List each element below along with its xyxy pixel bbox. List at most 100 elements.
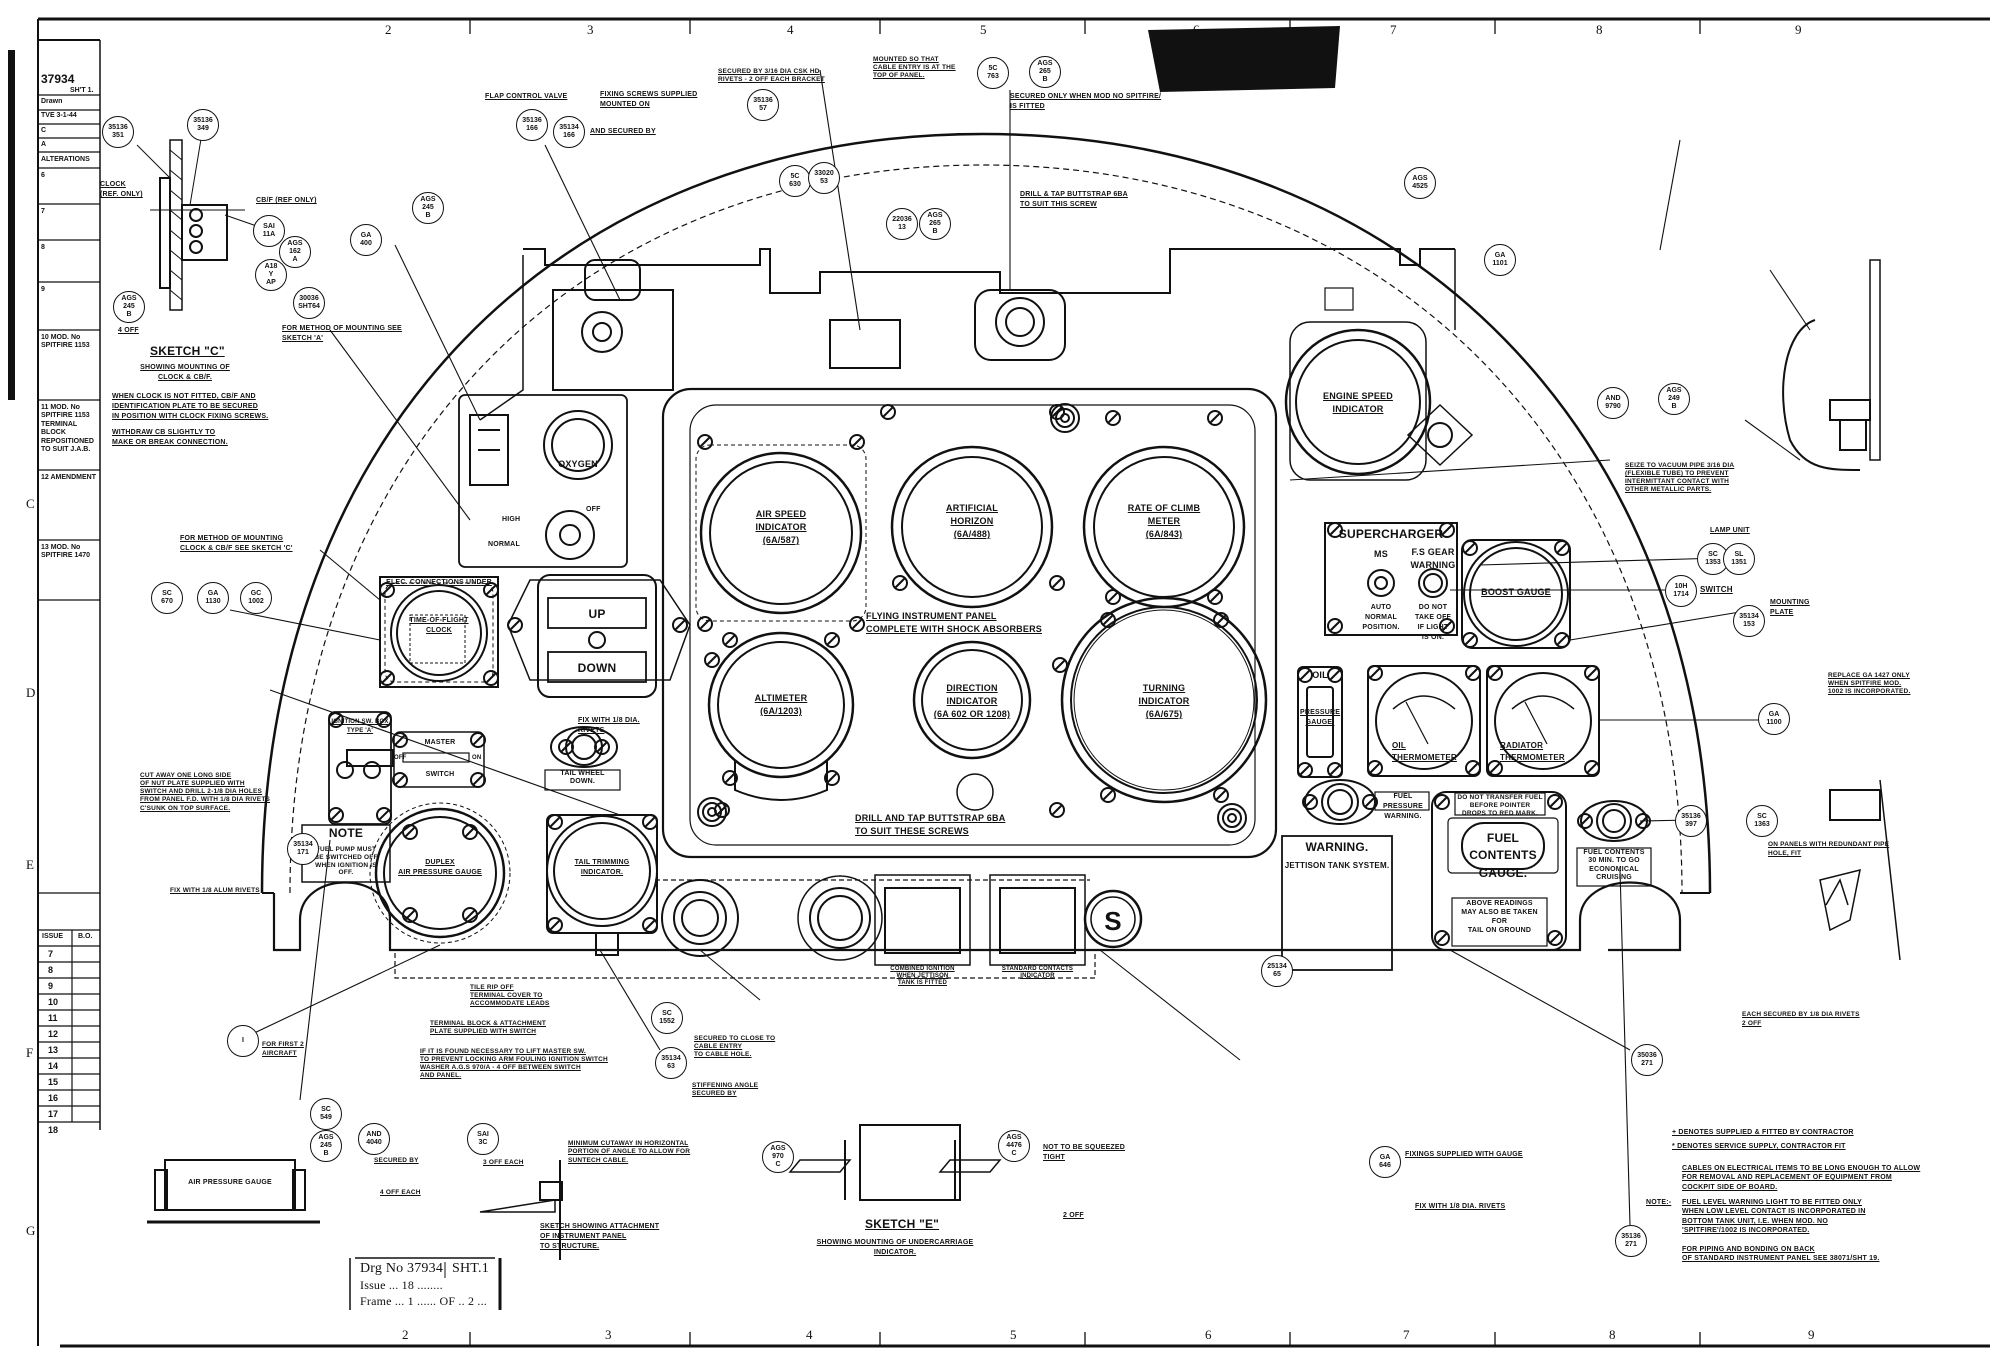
screw-icon (1462, 540, 1478, 556)
screw-icon (402, 907, 418, 923)
screw-icon (392, 732, 408, 748)
alteration-entry: 10 MOD. No SPITFIRE 1153 (41, 334, 90, 350)
column-label: 4 (787, 22, 794, 37)
drawing-number: 37934 (41, 72, 75, 86)
shock-absorber-icon (1217, 803, 1247, 833)
screw-icon (880, 404, 896, 420)
callout-bubble: 35036 271 (1631, 1044, 1663, 1076)
drill-tap-note: DRILL AND TAP BUTTSTRAP 6BA TO SUIT THES… (855, 813, 1006, 837)
shock-absorber-icon (697, 797, 727, 827)
sketch-c-note-2: WITHDRAW CB SLIGHTLY TO MAKE OR BREAK CO… (112, 429, 228, 447)
screw-icon (1367, 760, 1383, 776)
seize-vacuum-note: SEIZE TO VACUUM PIPE 3/16 DIA (FLEXIBLE … (1625, 462, 1735, 494)
callout-bubble: I (227, 1025, 259, 1057)
fix-dia-note: FIX WITH 1/8 DIA. RIVETS (1415, 1203, 1506, 1210)
screw-icon (470, 772, 486, 788)
traced-label: TVE 3-1-44 (41, 112, 77, 119)
leader-lines (229, 69, 1811, 1226)
screw-icon (1327, 522, 1343, 538)
screw-icon (1049, 802, 1065, 818)
shock-absorber-icon (1050, 403, 1080, 433)
column-label: 6 (1193, 22, 1200, 37)
redaction-smudge (1148, 26, 1340, 92)
screw-icon (1439, 522, 1455, 538)
row-label: F (26, 1045, 34, 1060)
warning-title: WARNING. (1305, 840, 1369, 854)
fix-alum-note: FIX WITH 1/8 ALUM RIVETS (170, 887, 260, 894)
issue-entry: 16 (48, 1093, 59, 1103)
fuel-level-note: FUEL LEVEL WARNING LIGHT TO BE FITTED ON… (1682, 1199, 1866, 1235)
issue-entry: 18 (48, 1125, 59, 1135)
screw-icon (376, 807, 392, 823)
callout-bubble: 35134 63 (655, 1047, 687, 1079)
screw-icon (547, 917, 563, 933)
callout-bubble: AGS 4525 (1404, 167, 1436, 199)
callout-bubble: AGS 265 B (919, 208, 951, 240)
elec-connections-label: ELEC. CONNECTIONS UNDER (386, 579, 492, 586)
column-label: 5 (1010, 1327, 1017, 1342)
callout-bubble: AGS 265 B (1029, 56, 1061, 88)
issue-entry: 12 (48, 1029, 59, 1039)
undercarriage-up-label: UP (588, 607, 606, 621)
fuel-pressure-warning-label: FUEL PRESSURE WARNING. (1382, 793, 1424, 821)
callout-bubble: 35134 171 (287, 833, 319, 865)
fuel-30min-note: FUEL CONTENTS 30 MIN. TO GO ECONOMICAL C… (1583, 849, 1645, 882)
frame-label: Frame ... 1 ...... OF .. 2 ... (360, 1294, 487, 1308)
terminal-block-note: TERMINAL BLOCK & ATTACHMENT PLATE SUPPLI… (430, 1020, 547, 1036)
callout-bubble: 35134 166 (553, 116, 585, 148)
issue-entry: 7 (48, 949, 54, 959)
sketch-c-note-1: WHEN CLOCK IS NOT FITTED, CB/F AND IDENT… (112, 393, 269, 421)
issue-entry: 11 (48, 1013, 58, 1023)
column-label: 3 (605, 1327, 612, 1342)
screw-icon (1049, 575, 1065, 591)
screw-icon (1207, 410, 1223, 426)
shock-absorber-icon (707, 807, 717, 817)
s-button[interactable]: S (1104, 906, 1122, 936)
attachment-sketch (147, 1159, 563, 1260)
callout-bubble: AGS 249 B (1658, 383, 1690, 415)
screw-icon (1487, 665, 1503, 681)
approved-label: A (41, 141, 47, 148)
sketch-a-bracket (1782, 259, 1901, 961)
direction-indicator-label: DIRECTION INDICATOR (6A 602 OR 1208) (933, 683, 1011, 720)
panel-screws (328, 403, 1651, 946)
altimeter-label: ALTIMETER (6A/1203) (754, 693, 808, 717)
column-label: 8 (1596, 22, 1603, 37)
screw-icon (462, 824, 478, 840)
master-off-label: OFF (394, 755, 407, 761)
secured-by-label: SECURED BY (374, 1157, 419, 1164)
screw-icon (1434, 930, 1450, 946)
screw-icon (1207, 589, 1223, 605)
callout-bubble: 35136 397 (1675, 805, 1707, 837)
combined-ignition-note: COMBINED IGNITION WHEN JETTISON TANK IS … (890, 966, 955, 987)
alteration-entry: 7 (41, 208, 45, 215)
screw-icon (1302, 794, 1318, 810)
callout-bubble: AGS 245 B (113, 291, 145, 323)
airspeed-indicator-label: AIR SPEED INDICATOR (6A/587) (755, 509, 807, 546)
cable-hole-note: SECURED TO CLOSE TO CABLE ENTRY TO CABLE… (694, 1035, 776, 1059)
screw-icon (1465, 760, 1481, 776)
oxygen-high-label: HIGH (502, 516, 521, 523)
callout-bubble: SC 1353 (1697, 543, 1729, 575)
row-label: C (26, 496, 35, 511)
turning-indicator-label: TURNING INDICATOR (6A/675) (1138, 683, 1190, 720)
callout-bubble: 22036 13 (886, 208, 918, 240)
title-block-box (349, 1257, 502, 1310)
screw-icon (1547, 930, 1563, 946)
panel-outline (260, 132, 1712, 979)
not-squeezed-note: NOT TO BE SQUEEZED TIGHT (1043, 1144, 1126, 1162)
piping-note: FOR PIPING AND BONDING ON BACK OF STANDA… (1682, 1246, 1880, 1263)
shock-absorber-icon (1222, 808, 1242, 828)
callout-bubble: GA 1101 (1484, 244, 1516, 276)
screw-icon (1327, 762, 1343, 778)
screw-icon (1462, 632, 1478, 648)
screw-icon (392, 772, 408, 788)
mounted-so-note: MOUNTED SO THAT CABLE ENTRY IS AT THE TO… (873, 56, 956, 79)
screw-icon (1327, 618, 1343, 634)
callout-bubble: GA 1100 (1758, 703, 1790, 735)
issue-label: Issue ... 18 ........ (360, 1278, 443, 1292)
callout-bubble: AGS 245 B (310, 1130, 342, 1162)
issue-entry: 13 (48, 1045, 59, 1055)
issue-header: ISSUE (42, 933, 64, 940)
